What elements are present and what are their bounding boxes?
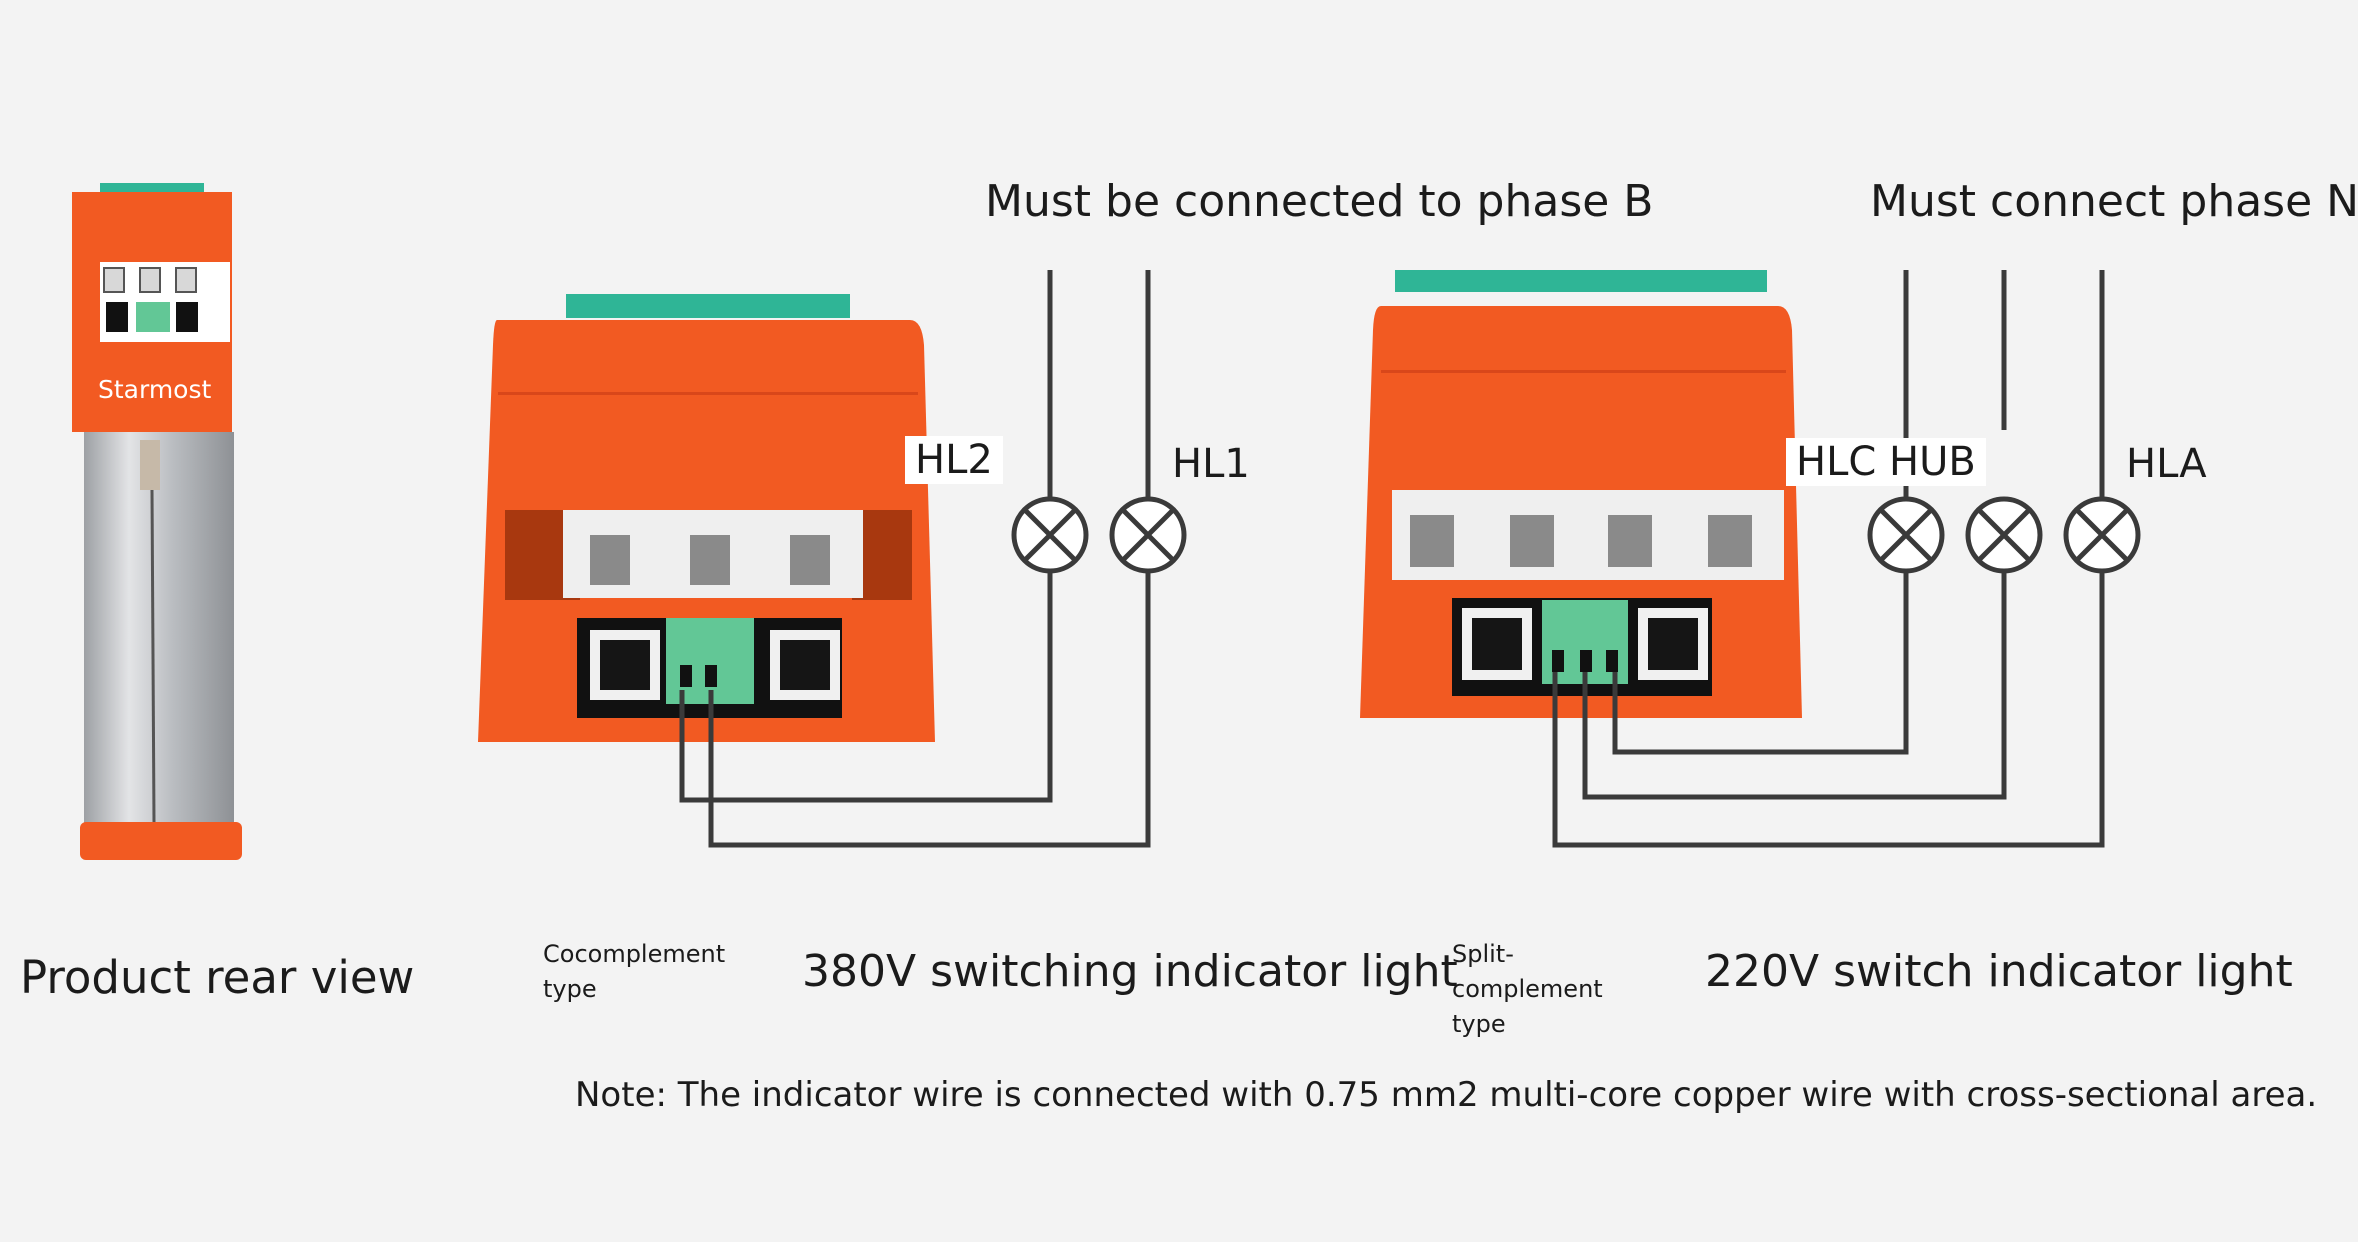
product-rear-view-label: Product rear view [20,951,415,1004]
v380-label: 380V switching indicator light [802,946,1458,997]
phase-n-label: Must connect phase N [1870,176,2358,227]
lamp-hl2 [1011,496,1089,574]
v220-label: 220V switch indicator light [1705,946,2293,997]
lamp-hub [1965,496,2043,574]
lamp-hlc [1867,496,1945,574]
cocomplement-type-label: Cocomplement type [543,940,726,1003]
phase-b-label: Must be connected to phase B [985,176,1654,227]
hl1-label: HL1 [1172,441,1250,487]
lamp-hla [2063,496,2141,574]
lamp-hl1 [1109,496,1187,574]
wires-220v [1552,270,2105,848]
product-rear-view-device [72,183,242,860]
hlc-hub-label: HLC HUB [1786,438,1986,486]
wires-380v [679,270,1151,848]
brand-label: Starmost [98,375,212,404]
device-380v [478,294,935,742]
split-complement-type-label: Split-complement type [1452,940,1603,1038]
hl2-label: HL2 [905,436,1003,484]
device-220v [1360,270,1802,718]
note-label: Note: The indicator wire is connected wi… [575,1075,2318,1115]
hla-label: HLA [2126,441,2207,487]
